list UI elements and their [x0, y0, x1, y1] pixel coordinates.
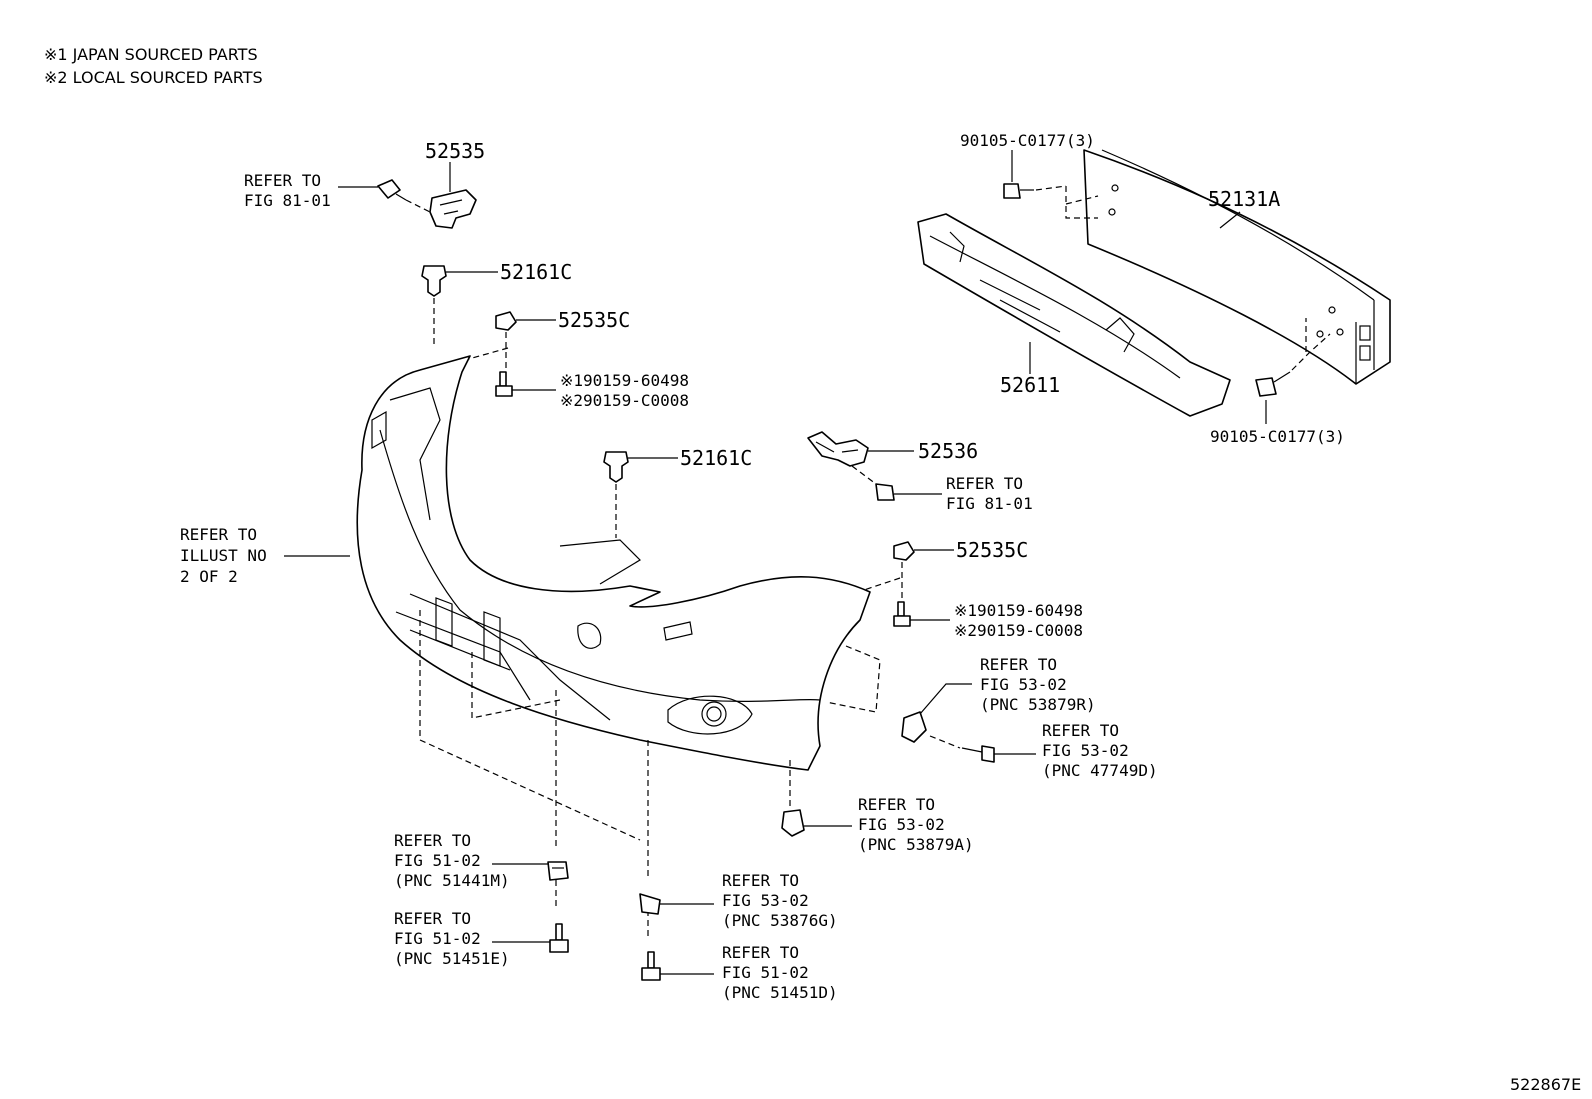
clip-53879a[interactable] [781, 809, 805, 837]
ref-pnc-53879a: REFER TO FIG 53-02 (PNC 53879A) [858, 795, 974, 854]
label-90159-right-local: ※290159-C0008 [954, 621, 1083, 640]
screw-90159-right[interactable] [893, 601, 911, 627]
nut-51441m[interactable] [547, 861, 569, 881]
label-90159-right-japan: ※190159-60498 [954, 601, 1083, 620]
label-52536: 52536 [918, 439, 978, 463]
clip-52161c-upper[interactable] [421, 265, 447, 297]
clip-53879r[interactable] [901, 711, 927, 743]
label-52131a: 52131A [1208, 187, 1280, 211]
bolt-90105-top[interactable] [1003, 183, 1034, 199]
screw-51451d[interactable] [641, 951, 661, 981]
label-52161c-middle: 52161C [680, 446, 752, 470]
screw-51451e[interactable] [549, 923, 569, 953]
label-52161c-upper: 52161C [500, 260, 572, 284]
label-90159-upper-local: ※290159-C0008 [560, 391, 689, 410]
legend-japan-sourced: ※1 JAPAN SOURCED PARTS [44, 45, 258, 64]
label-52535: 52535 [425, 139, 485, 163]
bolt-fig81-mid[interactable] [875, 483, 895, 501]
bolt-90105-bottom[interactable] [1255, 371, 1291, 397]
clip-52161c-middle[interactable] [603, 451, 629, 483]
nut-53876g[interactable] [639, 893, 661, 915]
label-90105-bottom: 90105-C0177(3) [1210, 427, 1345, 446]
ref-fig81-mid: REFER TO FIG 81-01 [946, 474, 1033, 513]
ref-pnc-51451d: REFER TO FIG 51-02 (PNC 51451D) [722, 943, 838, 1002]
reinforcement-52131a[interactable] [1083, 149, 1391, 385]
ref-fig81-left: REFER TO FIG 81-01 [244, 171, 331, 210]
absorber-52611[interactable] [917, 213, 1231, 417]
diagram-id: 522867E [1510, 1075, 1581, 1094]
label-90105-top: 90105-C0177(3) [960, 131, 1095, 150]
label-52611: 52611 [1000, 373, 1060, 397]
screw-90159-upper[interactable] [495, 371, 513, 397]
front-bumper-cover[interactable] [356, 355, 871, 771]
bracket-52536[interactable] [807, 431, 869, 467]
legend-local-sourced: ※2 LOCAL SOURCED PARTS [44, 68, 263, 87]
ref-pnc-53879r: REFER TO FIG 53-02 (PNC 53879R) [980, 655, 1096, 714]
ref-pnc-53876g: REFER TO FIG 53-02 (PNC 53876G) [722, 871, 838, 930]
ref-illust-2of2: REFER TO ILLUST NO 2 OF 2 [180, 525, 276, 586]
ref-pnc-51441m: REFER TO FIG 51-02 (PNC 51441M) [394, 831, 510, 890]
ref-pnc-47749d: REFER TO FIG 53-02 (PNC 47749D) [1042, 721, 1158, 780]
nut-52535c-right[interactable] [893, 541, 915, 561]
nut-52535c-upper[interactable] [495, 311, 517, 331]
screw-47749d[interactable] [961, 745, 995, 763]
label-90159-upper-japan: ※190159-60498 [560, 371, 689, 390]
label-52535c-right: 52535C [956, 538, 1028, 562]
label-52535c-upper: 52535C [558, 308, 630, 332]
bolt-fig81-left[interactable] [377, 179, 407, 201]
bracket-52535[interactable] [429, 189, 477, 229]
ref-pnc-51451e: REFER TO FIG 51-02 (PNC 51451E) [394, 909, 510, 968]
